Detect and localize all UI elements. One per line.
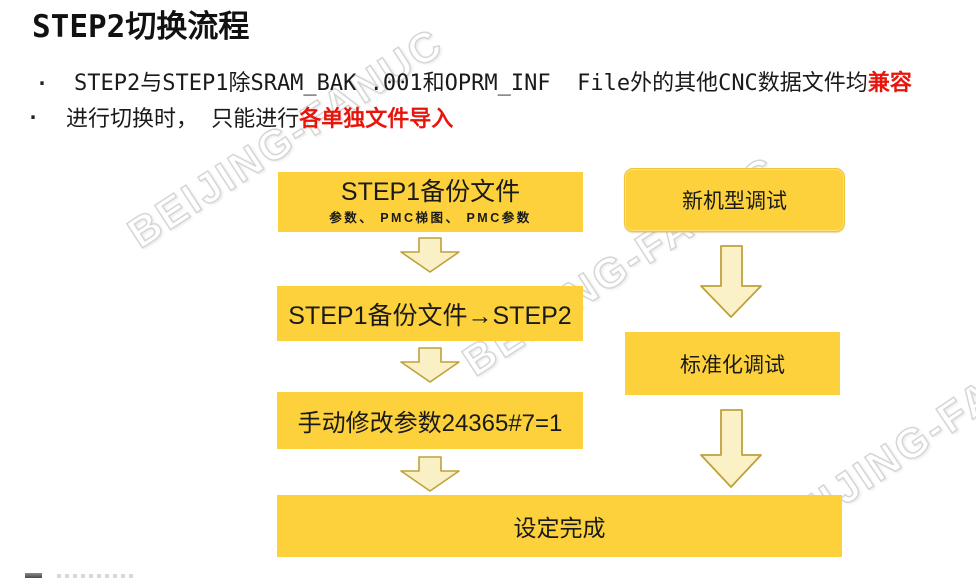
- footer-logo-mark-icon: [25, 573, 42, 578]
- flow-box-step1-to-step2: STEP1备份文件→STEP2: [277, 286, 583, 341]
- down-arrow-icon: [399, 347, 461, 383]
- bullet-1-highlight-text: 兼容: [867, 71, 912, 96]
- bullet-1-normal-text: STEP2与STEP1除SRAM_BAK .001和OPRM_INF File外…: [74, 71, 868, 96]
- flow-box-modify-parameter: 手动修改参数24365#7=1: [277, 392, 583, 449]
- footer-logo-text-fragment: [57, 574, 137, 578]
- down-arrow-icon: [699, 409, 763, 489]
- flow-box-title: STEP1备份文件: [340, 177, 521, 206]
- down-arrow-icon: [399, 237, 461, 273]
- flow-box-title: 手动修改参数24365#7=1: [297, 410, 563, 437]
- down-arrow-icon: [699, 245, 763, 319]
- flow-box-title: 标准化调试: [680, 353, 785, 377]
- down-arrow-icon: [399, 456, 461, 492]
- flow-box-title: 新机型调试: [682, 190, 787, 213]
- flow-box-step1-backup: STEP1备份文件 参数、 PMC梯图、 PMC参数: [278, 172, 583, 232]
- flow-box-standardized-debug: 标准化调试: [625, 332, 840, 395]
- page-title: STEP2切换流程: [32, 9, 250, 45]
- bullet-line-2: 进行切换时， 只能进行各单独文件导入: [66, 101, 453, 133]
- bullet-2-normal-text: 进行切换时， 只能进行: [66, 107, 300, 132]
- bullet-2-highlight-text: 各单独文件导入: [299, 107, 454, 132]
- flow-box-new-machine-debug: 新机型调试: [624, 168, 845, 232]
- flow-box-title: 设定完成: [513, 515, 606, 541]
- bullet-marker: .: [27, 100, 40, 124]
- flow-box-subtitle: 参数、 PMC梯图、 PMC参数: [329, 211, 532, 226]
- flow-box-setting-complete: 设定完成: [277, 495, 842, 557]
- bullet-marker: .: [36, 66, 49, 90]
- footer-logo-partial: [25, 573, 145, 578]
- bullet-line-1: STEP2与STEP1除SRAM_BAK .001和OPRM_INF File外…: [74, 65, 912, 97]
- flow-box-title: STEP1备份文件→STEP2: [288, 301, 572, 330]
